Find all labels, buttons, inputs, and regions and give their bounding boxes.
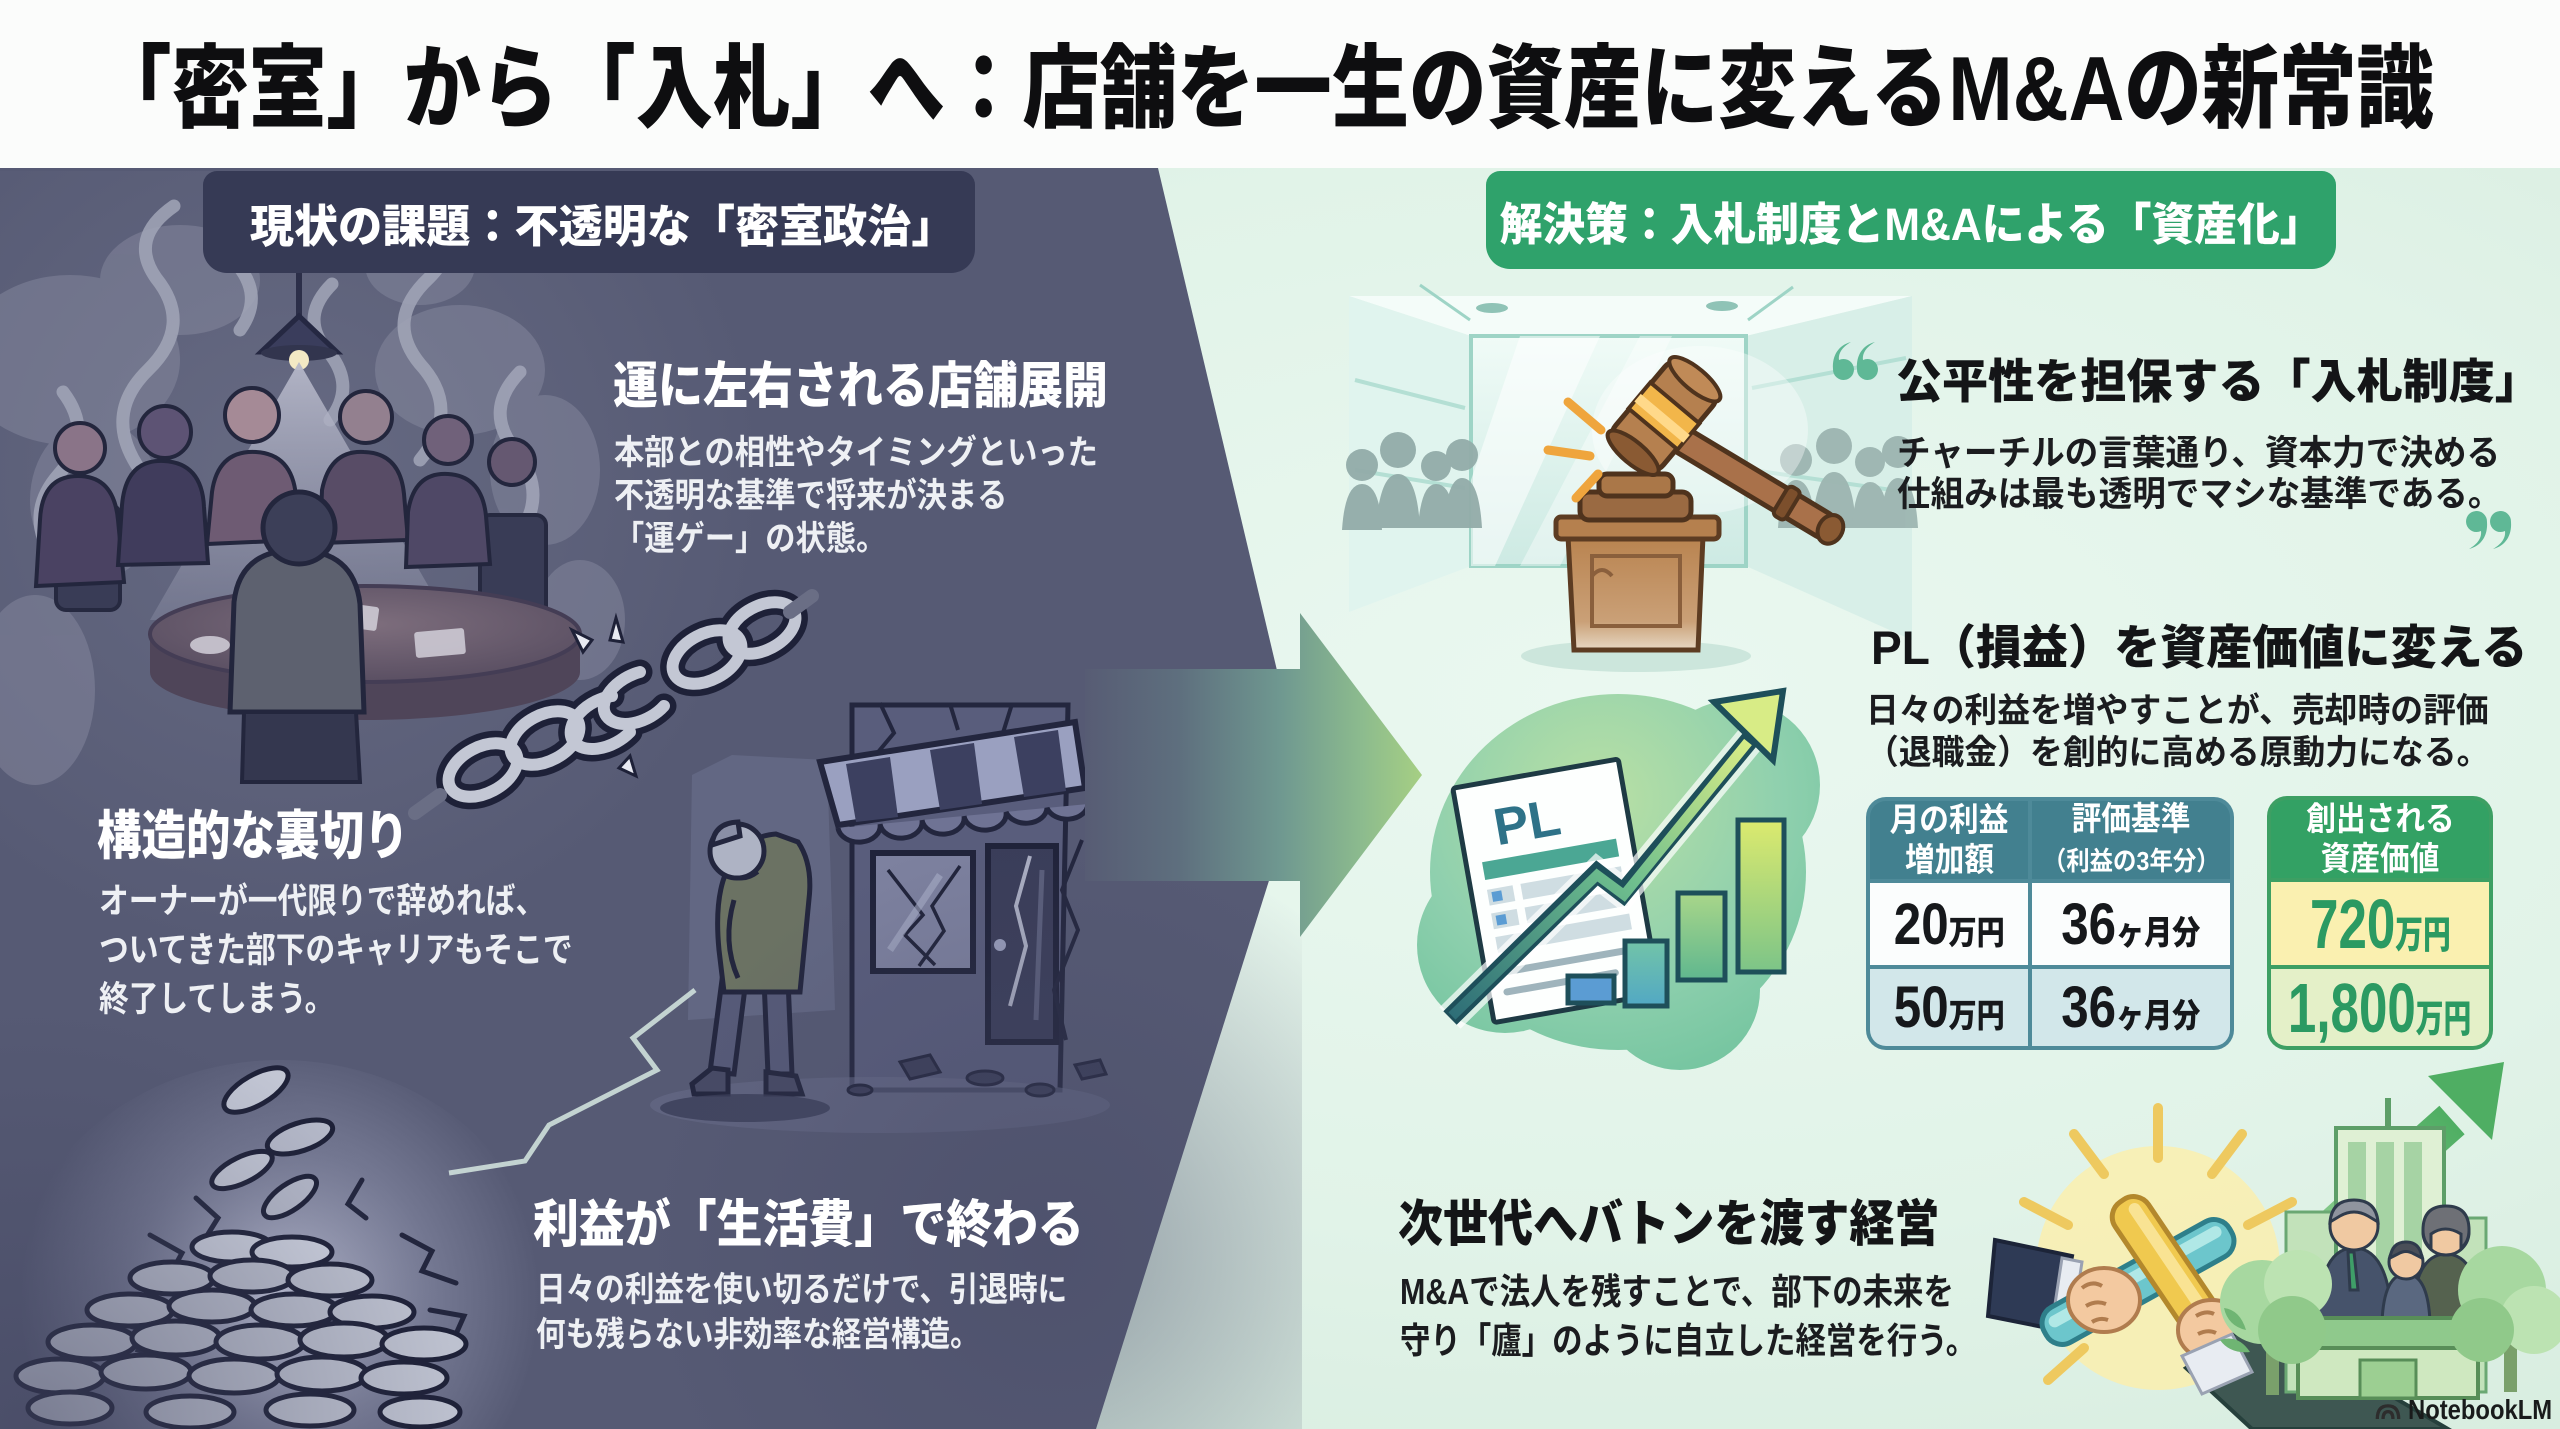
- svg-text:PL: PL: [1489, 788, 1565, 857]
